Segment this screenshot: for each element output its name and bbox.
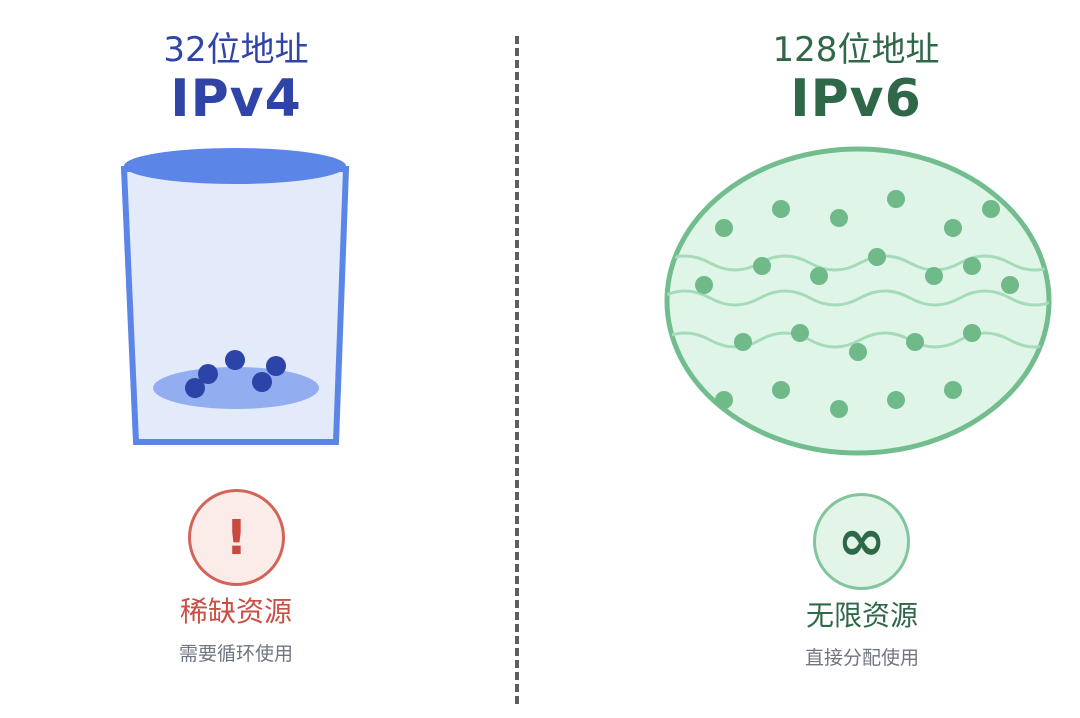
- address-ball: [225, 350, 245, 370]
- address-dot: [1001, 276, 1019, 294]
- address-dot: [925, 267, 943, 285]
- ipv6-subtitle: 128位地址: [772, 30, 940, 70]
- address-dot: [830, 209, 848, 227]
- address-ball: [252, 372, 272, 392]
- address-dot: [944, 219, 962, 237]
- address-dot: [772, 200, 790, 218]
- address-dot: [695, 276, 713, 294]
- address-dot: [963, 324, 981, 342]
- ipv6-status-note: 直接分配使用: [804, 647, 920, 669]
- address-dot: [772, 381, 790, 399]
- ipv6-title: IPv6: [790, 69, 922, 129]
- bucket-rim: [124, 148, 346, 184]
- ipv6-status-label: 无限资源: [805, 599, 919, 632]
- ipv4-subtitle: 32位地址: [163, 30, 309, 70]
- address-ball: [185, 378, 205, 398]
- infinity-badge: ∞: [813, 493, 910, 590]
- address-dot: [810, 267, 828, 285]
- address-dot: [791, 324, 809, 342]
- address-ball: [266, 356, 286, 376]
- address-dot: [849, 343, 867, 361]
- ipv4-status-label: 稀缺资源: [179, 595, 293, 628]
- section-divider: [515, 36, 519, 704]
- wave-line: [667, 289, 1049, 307]
- wave-line: [667, 254, 1049, 272]
- exclamation-icon: !: [225, 509, 248, 566]
- address-dot: [868, 248, 886, 266]
- ipv4-status-note: 需要循环使用: [178, 643, 294, 665]
- infinity-icon: ∞: [837, 505, 886, 574]
- ipv4-bucket-illustration: [120, 148, 350, 445]
- address-dot: [753, 257, 771, 275]
- address-dot: [906, 333, 924, 351]
- address-ball: [198, 364, 218, 384]
- address-dot: [830, 400, 848, 418]
- address-dot: [887, 391, 905, 409]
- address-dot: [734, 333, 752, 351]
- address-dot: [887, 190, 905, 208]
- ipv6-ocean-illustration: [664, 146, 1052, 456]
- address-dot: [944, 381, 962, 399]
- wave-line: [667, 331, 1049, 349]
- address-dot: [715, 391, 733, 409]
- address-dot: [715, 219, 733, 237]
- ipv4-title: IPv4: [170, 69, 302, 129]
- address-dot: [982, 200, 1000, 218]
- address-dot: [963, 257, 981, 275]
- warning-badge: !: [188, 489, 285, 586]
- bucket-pool: [153, 367, 319, 409]
